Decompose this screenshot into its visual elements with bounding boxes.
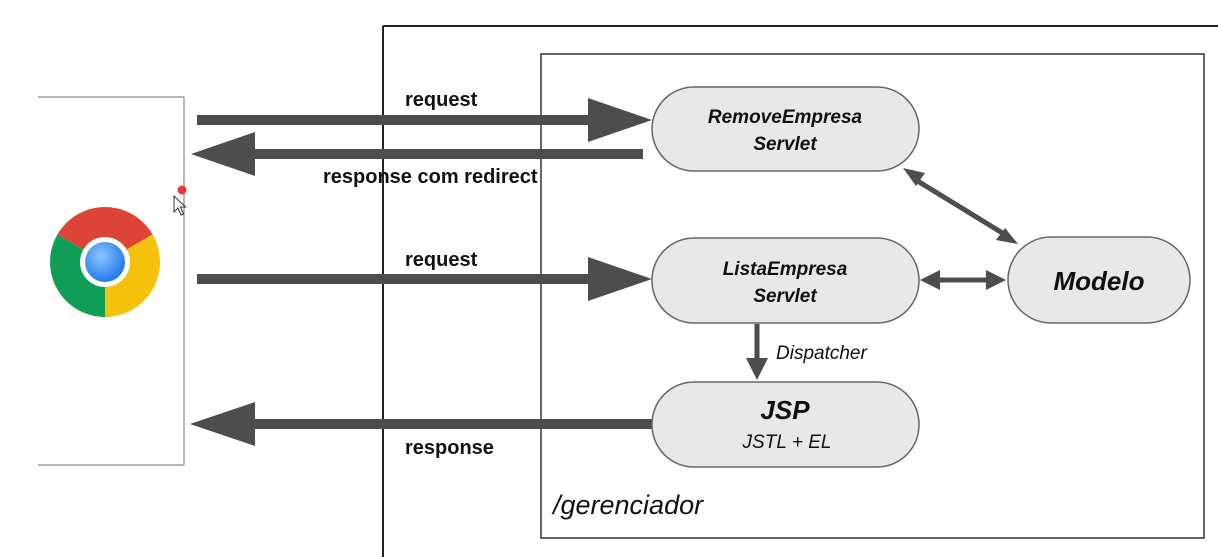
browser-window-frame	[38, 96, 185, 466]
modelo-label: Modelo	[1054, 266, 1145, 296]
response-redirect-arrow	[191, 132, 643, 176]
request-arrow-1	[197, 98, 652, 142]
jsp-title: JSP	[760, 395, 810, 425]
context-path-label: /gerenciador	[551, 490, 704, 520]
gerenciador-context-box	[540, 53, 1205, 539]
chrome-logo	[50, 207, 160, 317]
lista-empresa-line1: ListaEmpresa	[723, 259, 848, 280]
response-redirect-label: response com redirect	[323, 166, 538, 188]
lista-empresa-servlet-node: ListaEmpresa Servlet	[651, 237, 920, 324]
request-label-1: request	[405, 89, 478, 111]
request-label-2: request	[405, 249, 478, 271]
server-frame	[382, 25, 1218, 557]
lista-empresa-line2: Servlet	[753, 286, 817, 307]
mouse-pointer-icon	[173, 194, 187, 216]
response-label: response	[405, 437, 494, 459]
dispatcher-label: Dispatcher	[776, 343, 867, 364]
response-arrow	[190, 402, 653, 446]
modelo-node: Modelo	[1007, 236, 1191, 324]
jsp-subtitle: JSTL + EL	[742, 432, 832, 453]
dispatcher-arrow	[746, 324, 768, 380]
remove-empresa-line1: RemoveEmpresa	[708, 107, 863, 128]
lista-modelo-double-arrow	[920, 270, 1006, 290]
request-arrow-2	[197, 257, 652, 301]
remove-modelo-double-arrow	[903, 168, 1018, 244]
remove-empresa-servlet-node: RemoveEmpresa Servlet	[651, 86, 920, 172]
remove-empresa-line2: Servlet	[753, 134, 817, 155]
cursor-click-dot	[177, 185, 187, 195]
jsp-node: JSP JSTL + EL	[651, 381, 920, 468]
